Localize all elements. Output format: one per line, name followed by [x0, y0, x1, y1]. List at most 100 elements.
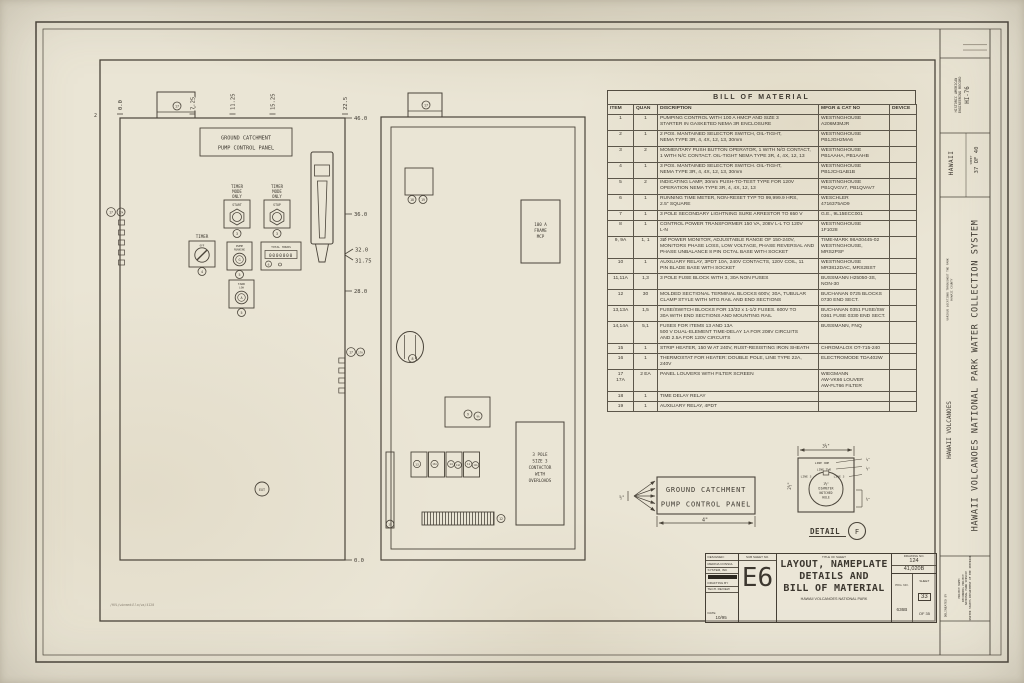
contactor-label: 3 POLE [532, 452, 548, 457]
bom-quan: 1 [633, 401, 658, 413]
haer-line2: ENGINEERING RECORD [958, 76, 963, 114]
bom-row: 18 1 TIME DELAY RELAY [607, 391, 917, 403]
bom-desc: STRIP HEATER, 150 W AT 240V, RUST-RESIST… [657, 343, 819, 355]
bom-mfgr [818, 401, 890, 413]
pump-label: PUMP [236, 244, 243, 248]
state-block: HAWAII [946, 133, 958, 193]
timer-mode-label: TIMER [271, 184, 284, 189]
bom-item: 12 [607, 289, 634, 307]
bom-item: 2 [607, 129, 634, 147]
margin-main-title: HAWAII VOLCANOES NATIONAL PARK WATER COL… [970, 197, 983, 555]
bom-device [889, 391, 917, 403]
quarter-dim: ¼" [866, 458, 870, 463]
bom-quan: 1,3 [633, 273, 658, 291]
bom-desc: INDICATING LAMP, 30mm PUSH-TO-TEST TYPE … [657, 177, 819, 195]
bom-mfgr: WESTINGHOUSE PB1JGH2MA6 [818, 129, 890, 147]
bom-quan: 2 [633, 177, 658, 195]
mcp-box: 100 A FRAME MCP [520, 199, 561, 264]
bom-quan: 1 [633, 391, 658, 403]
top-dimensions: 0.0 7.25 11.25 15.25 22.5 [117, 92, 350, 115]
bom-desc: 3 POLE FUSE BLOCK WITH 3, 30A NON FUSES [657, 273, 819, 291]
callout-13: 13 [415, 462, 419, 466]
relay-box: 18 19 [404, 167, 434, 204]
bom-row: 4 1 3 POS. MANTAINED SELECTOR SWITCH. OI… [607, 161, 917, 179]
right-margin-rules [939, 29, 1002, 655]
bom-row: 14,14A 5,1 FUSES FOR ITEMS 13 AND 13A 50… [607, 321, 917, 345]
dim-7-25: 7.25 [191, 97, 197, 110]
nameplate-detail: GROUND CATCHMENT PUMP CONTROL PANEL ½" 4… [619, 476, 756, 527]
bom-quan: 30 [633, 289, 658, 307]
state-label: HAWAII [948, 150, 956, 176]
side-louvers-left: 17 17A [106, 207, 126, 266]
bom-mfgr [818, 391, 890, 403]
firm-line2: SYSTEM, INC [706, 568, 738, 575]
callout-17: 17 [109, 211, 113, 215]
nameplate-left-dim: ½" [619, 494, 624, 501]
callout-3: 3 [236, 232, 238, 236]
line-one-label: LINE ONE [815, 461, 830, 465]
bom-desc: 3Ø POWER MONITOR, ADJUSTABLE RANGE OF 15… [657, 235, 819, 259]
date-value: 10/95 [715, 615, 727, 621]
bom-device [889, 193, 917, 211]
bom-mfgr: ELECTROMODE TDA402W [818, 353, 890, 371]
callout-17: 17 [349, 351, 353, 355]
bom-mfgr: G.E., 9L15ECC001 [818, 209, 890, 221]
power-monitor-box: 9 9A [444, 396, 491, 428]
hole-dim: 1⅝" [823, 482, 829, 486]
bom-table: ITEM QUAN DISCRIPTION MFGR & CAT NO DEVI… [607, 103, 917, 413]
delineated-by-block: DELINEATED BY [943, 586, 950, 626]
timer-mode-label: MODE [272, 189, 282, 194]
bom-quan: 1 [633, 219, 658, 237]
bom-quan: 1,5 [633, 305, 658, 323]
bom-quan: 5,1 [633, 321, 658, 345]
bom-desc: AUXILIARY RELAY, 3PDT 10A, 240V CONTACTS… [657, 257, 819, 275]
mcp-label: MCP [537, 234, 545, 239]
bom-mfgr: WESTINGHOUSE 1F1028 [818, 219, 890, 237]
callout-14a: 14A [456, 464, 461, 467]
firm-line1: MEDINA CONSUL [706, 561, 738, 568]
col-item: ITEM [607, 103, 634, 115]
bom-mfgr: WIEGMANN AW-VK66 LOUVER AW-FLT66 FILTER [818, 369, 890, 393]
drawing-no-2: 41,020B [892, 566, 936, 574]
callout-6: 6 [268, 262, 270, 266]
callout-5: 5 [240, 311, 242, 315]
margin-sheet-number-block: SHEET 37 OF 40 [967, 130, 985, 190]
dim-11-25: 11.25 [231, 93, 237, 110]
bom-item: 6 [607, 193, 634, 211]
line-three-label: LINE 3 [801, 475, 812, 479]
bom-desc: PUMPING CONTROL WITH 100 A HMCP AND SIZE… [657, 113, 819, 131]
bom-item: 18 [607, 391, 634, 403]
bom-quan: 1 [633, 209, 658, 221]
designer-cell: DESIGNED: MEDINA CONSUL SYSTEM, INC DRAF… [706, 554, 739, 622]
callout-11: 11 [467, 462, 471, 466]
bom-row: 17 17A 2 EA PANEL LOUVERS WITH FILTER SC… [607, 369, 917, 393]
sheet-title-line2: DETAILS AND [799, 570, 869, 582]
nameplate-line2: PUMP CONTROL PANEL [661, 501, 751, 509]
bom-item: 15 [607, 343, 634, 355]
sheet-title-line3: BILL OF MATERIAL [783, 582, 885, 594]
bom-device [889, 145, 917, 163]
pkg-cell: PKG. NO. 636B [892, 573, 913, 622]
bom-item: 17 17A [607, 369, 634, 393]
nameplate-line1: GROUND CATCHMENT [666, 486, 746, 494]
bom-quan: 1 [633, 343, 658, 355]
bom-device [889, 219, 917, 237]
contactor-label: SIZE 3 [532, 459, 548, 464]
park-name: HAWAII VOLCANOES [946, 401, 954, 459]
timer-mode-label: MODE [232, 189, 242, 194]
top-louver-left-panel: 17 [156, 91, 196, 119]
tech-review-label: TECH. REVIEW [706, 587, 738, 594]
bom-mfgr: BUSSMANN H25050-3S, NON-30 [818, 273, 890, 291]
bom-device [889, 305, 917, 323]
line-two-label: LINE TWO [817, 468, 832, 472]
detail-f-top-dim: 3½" [797, 443, 855, 456]
bom-item: 8 [607, 219, 634, 237]
callout-17: 17 [175, 104, 179, 108]
bom-device [889, 177, 917, 195]
timer-selector-switch: TIMER OFF 4 [188, 234, 216, 276]
bom-mfgr: WESCHLER 4716375AD9 [818, 193, 890, 211]
haer-survey-number: HI-76 [964, 86, 971, 104]
total-hours-label: TOTAL HOURS [271, 245, 291, 249]
bom-row: 19 1 AUXILIARY RELAY, 4PDT [607, 401, 917, 413]
bom-row: 8 1 CONTROL POWER TRANSFORMER 150 VA, 20… [607, 219, 917, 237]
